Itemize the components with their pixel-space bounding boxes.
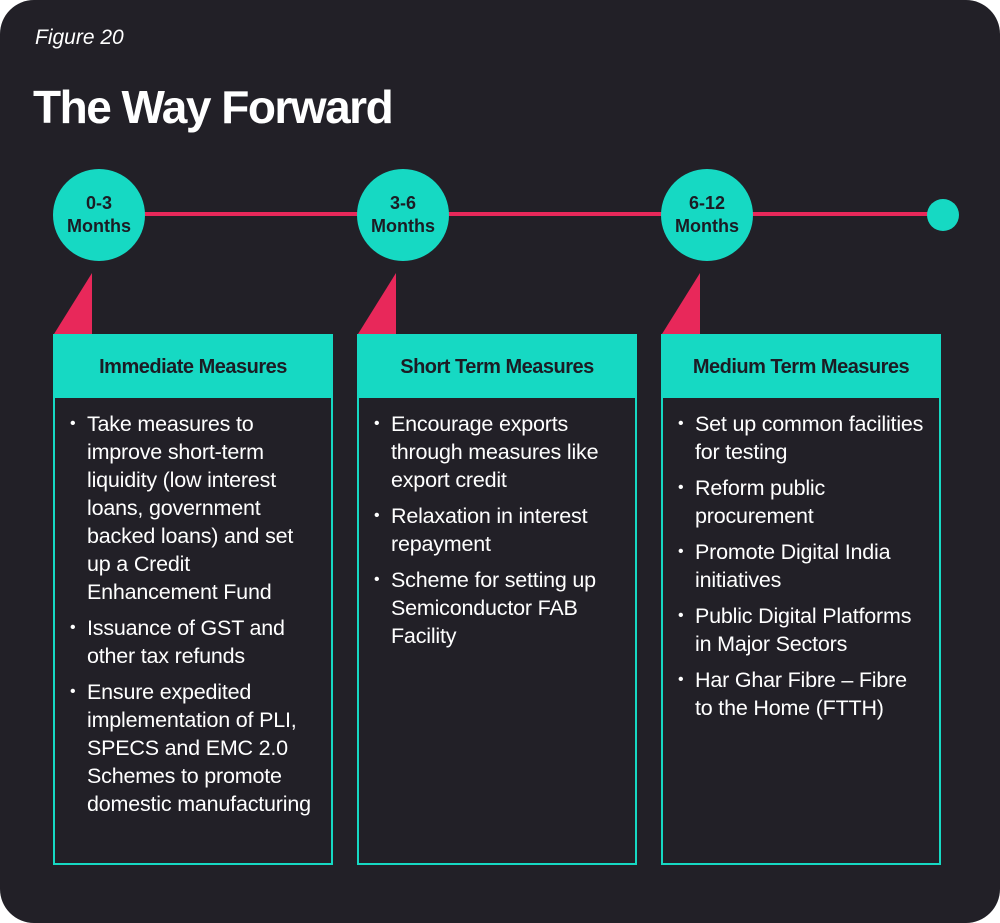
box-heading: Immediate Measures [55,336,331,398]
timeline-line [96,212,946,216]
measures-list: Encourage exports through measures like … [359,398,635,650]
list-item: Ensure expedited implementation of PLI, … [70,678,317,818]
list-item: Take measures to improve short-term liqu… [70,410,317,606]
measures-list: Take measures to improve short-term liqu… [55,398,331,818]
stage-period-range: 6-12 [688,193,726,213]
stage-period-unit: Months [67,216,131,236]
list-item: Promote Digital India initiatives [678,538,925,594]
medium-term-measures-box: Medium Term Measures Set up common facil… [661,334,941,865]
stage-period-range: 3-6 [389,193,416,213]
list-item: Har Ghar Fibre – Fibre to the Home (FTTH… [678,666,925,722]
box-heading: Short Term Measures [359,336,635,398]
list-item: Public Digital Platforms in Major Sector… [678,602,925,658]
stage-marker-0-3-months: 0-3 Months [53,169,145,261]
timeline-end-dot [927,199,959,231]
page-title: The Way Forward [33,81,394,133]
stage-period-unit: Months [371,216,435,236]
list-item: Set up common facilities for testing [678,410,925,466]
short-term-measures-box: Short Term Measures Encourage exports th… [357,334,637,865]
stage-period-range: 0-3 [85,193,112,213]
box-heading: Medium Term Measures [663,336,939,398]
pointer-triangle [358,273,396,334]
list-item: Issuance of GST and other tax refunds [70,614,317,670]
list-item: Reform public procurement [678,474,925,530]
figure-label: Figure 20 [35,26,124,49]
list-item: Relaxation in interest repayment [374,502,621,558]
immediate-measures-box: Immediate Measures Take measures to impr… [53,334,333,865]
stage-period-unit: Months [675,216,739,236]
pointer-triangle [54,273,92,334]
list-item: Encourage exports through measures like … [374,410,621,494]
measures-list: Set up common facilities for testing Ref… [663,398,939,722]
list-item: Scheme for setting up Semiconductor FAB … [374,566,621,650]
stage-marker-3-6-months: 3-6 Months [357,169,449,261]
stage-marker-6-12-months: 6-12 Months [661,169,753,261]
pointer-triangle [662,273,700,334]
